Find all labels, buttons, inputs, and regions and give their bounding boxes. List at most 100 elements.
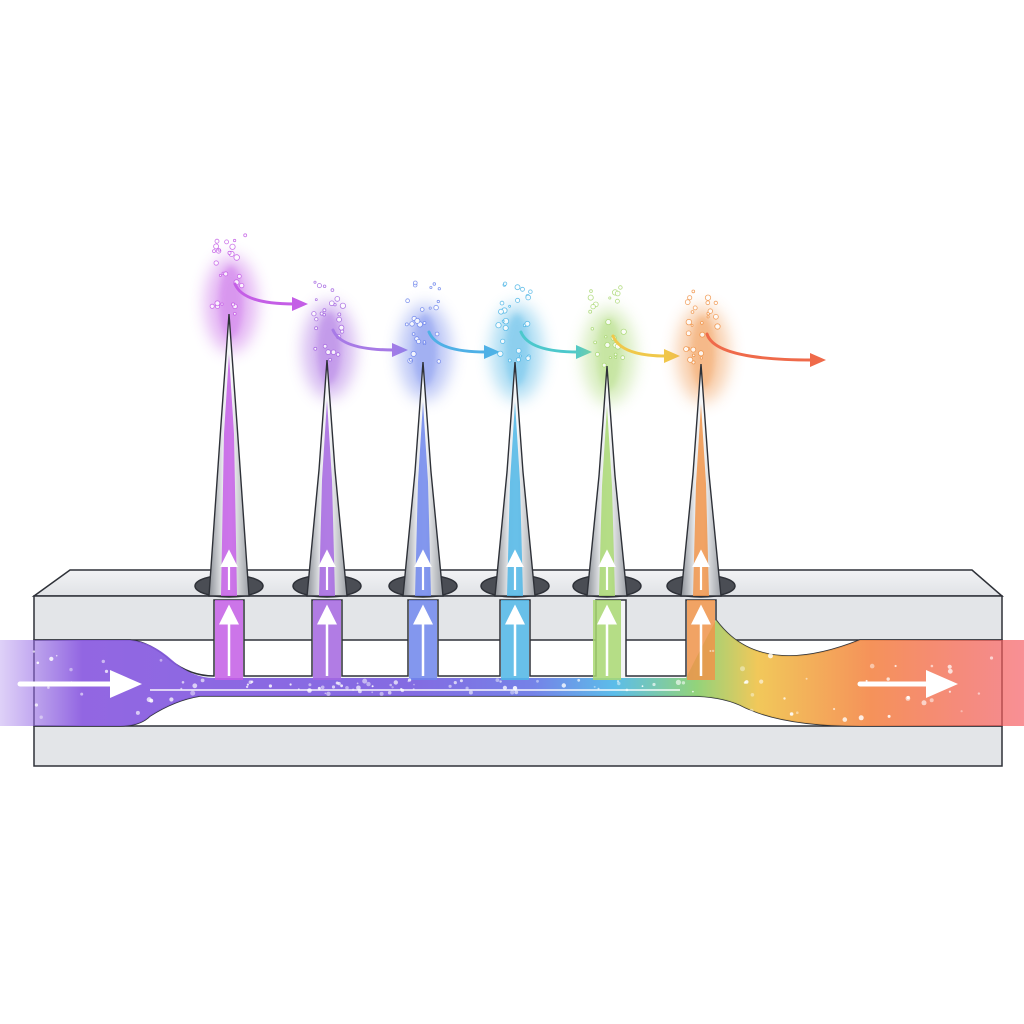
flow-sparkle	[905, 696, 911, 701]
flow-sparkle	[352, 688, 355, 691]
flow-sparkle	[412, 688, 415, 691]
plume-droplet	[416, 338, 422, 344]
plume-droplet	[691, 360, 696, 365]
plume-droplet	[515, 357, 521, 363]
plume-arrow-2	[331, 328, 396, 352]
plume-droplet	[223, 271, 229, 277]
flow-sparkle	[886, 677, 890, 681]
plume-droplet	[714, 323, 721, 330]
plume-droplet	[338, 324, 345, 331]
plume-droplet	[590, 303, 596, 310]
flow-sparkle	[593, 685, 596, 688]
plume-droplet	[428, 306, 432, 310]
plume-droplet	[311, 311, 317, 317]
plume-droplet	[314, 326, 319, 331]
plume-droplet	[213, 243, 220, 250]
flow-sparkles	[32, 649, 994, 722]
flow-sparkle	[200, 678, 205, 683]
plume-droplet	[412, 280, 418, 286]
plume-droplet	[690, 323, 694, 327]
plume-droplet	[214, 300, 221, 307]
plume-droplet	[330, 288, 335, 292]
flow-sparkle	[245, 685, 249, 689]
plume-droplet	[515, 347, 522, 354]
plume-arrow-5	[611, 334, 668, 358]
plume-droplet	[613, 352, 618, 357]
emitter-4	[480, 281, 592, 598]
emitter-5	[572, 285, 680, 598]
flow-sparkle	[146, 697, 152, 703]
flow-sparkle	[389, 683, 393, 687]
flow-sparkle	[407, 680, 410, 683]
flow-sparkle	[514, 690, 519, 695]
plume-droplet	[615, 298, 620, 304]
plume-droplet	[604, 341, 611, 348]
plume-droplet	[698, 350, 705, 357]
flow-sparkle	[320, 685, 325, 690]
plume-droplet	[233, 311, 237, 316]
flow-sparkle	[308, 683, 312, 687]
plume-droplet	[410, 350, 417, 357]
plume-droplet	[495, 322, 502, 329]
plume-droplet	[498, 308, 504, 315]
plume-droplet	[608, 296, 612, 300]
plume-droplet	[313, 346, 318, 351]
flow-sparkle	[865, 679, 868, 682]
plume-droplet	[507, 358, 512, 363]
plume-droplet	[691, 289, 696, 294]
emitter-bore-4	[507, 402, 523, 596]
flow-sparkle	[510, 690, 515, 695]
flow-sparkle	[641, 685, 644, 688]
plume-droplet	[499, 300, 505, 306]
plume-arrow-head-1	[292, 297, 308, 311]
flow-sparkle	[459, 679, 463, 683]
plume-droplet	[692, 305, 698, 311]
plume-droplet	[405, 298, 410, 304]
plume-droplet	[314, 298, 318, 302]
plume-droplet	[436, 359, 441, 364]
flow-sparkle	[39, 715, 43, 719]
plume-droplet	[713, 300, 718, 305]
flow-sparkle	[921, 700, 927, 706]
emitter-bore-6	[693, 404, 709, 596]
flow-sparkle	[393, 680, 398, 685]
flow-sparkle	[181, 681, 185, 684]
plume-droplet	[335, 352, 341, 357]
flow-sparkle	[929, 698, 934, 703]
plume-droplet	[699, 356, 704, 360]
plume-droplet	[515, 297, 521, 303]
flow-sparkle	[960, 710, 963, 713]
plume-droplet	[419, 307, 425, 312]
flow-sparkle	[977, 692, 981, 695]
plume-droplet	[601, 362, 607, 368]
plume-droplet	[692, 353, 696, 358]
flow-sparkle	[709, 650, 712, 652]
plume-droplet	[328, 357, 332, 362]
flow-sparkle	[169, 697, 174, 702]
plume-droplet	[589, 289, 593, 293]
plume-droplet	[325, 349, 332, 355]
emitter-bore-1	[221, 354, 237, 596]
plume-droplet	[313, 280, 317, 284]
plume-droplet	[684, 299, 691, 305]
plume-droplet	[333, 303, 337, 307]
plume-droplet	[685, 330, 692, 337]
flow-sparkle	[468, 690, 473, 695]
plume-droplet	[316, 283, 322, 289]
plume-droplet	[595, 351, 600, 357]
plume-droplet	[514, 284, 521, 291]
plume-droplet	[229, 243, 236, 250]
outlet-arrow-head	[926, 670, 958, 698]
flow-sparkle	[947, 664, 952, 669]
emitter-3	[388, 280, 500, 598]
plume-droplet	[687, 356, 694, 363]
flow-sparkle	[307, 688, 312, 693]
plume-droplet	[322, 343, 328, 349]
plume-droplet	[429, 285, 433, 289]
flow-sparkle	[104, 669, 109, 674]
plume-arrow-head-6	[810, 353, 826, 367]
plume-droplet	[409, 321, 415, 327]
feed-channels	[150, 600, 715, 691]
